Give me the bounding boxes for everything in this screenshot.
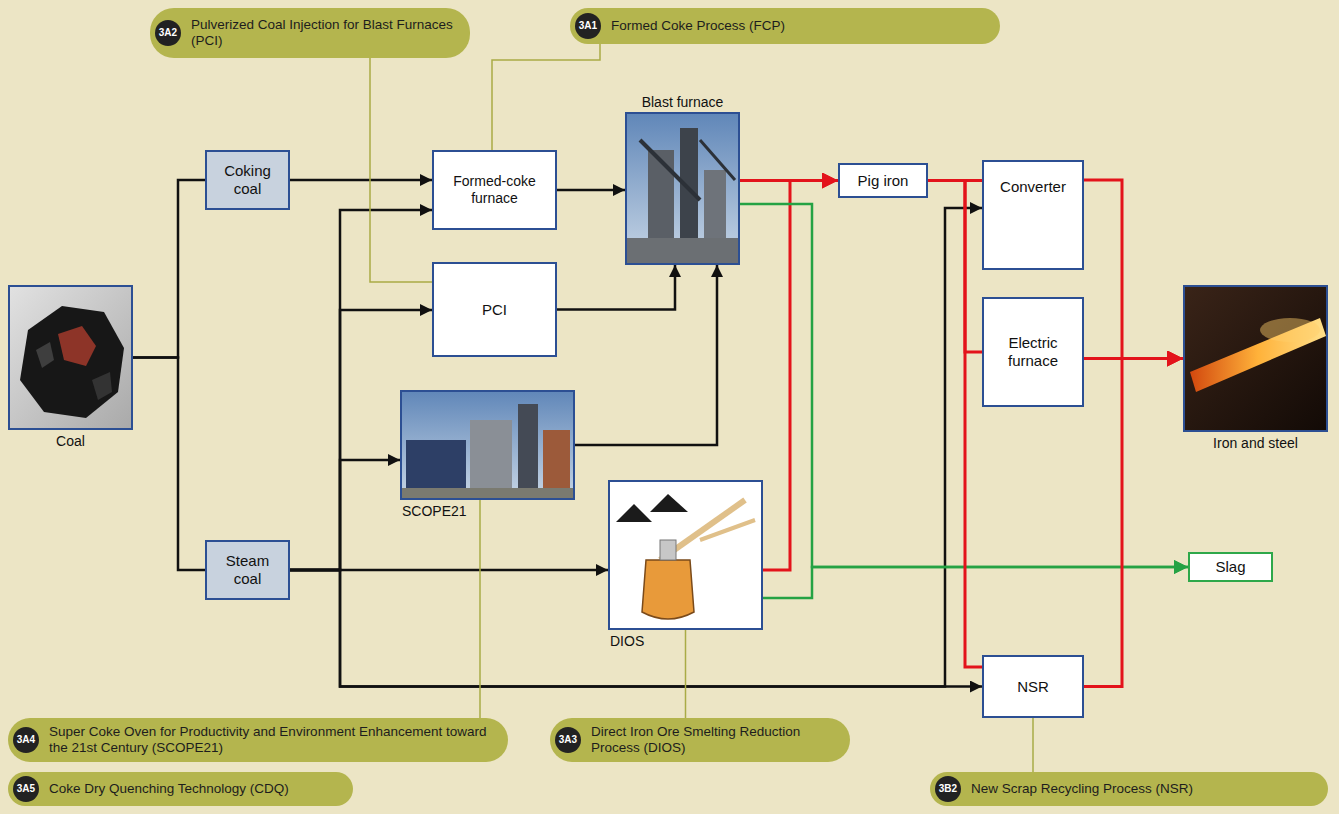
building [406,440,466,495]
flow-connector [290,460,400,570]
callout-number: 3A2 [155,20,181,46]
vessel-top [660,540,676,560]
box-label: Electric furnace [990,334,1076,370]
leader-line [492,44,600,150]
steel-photo [1183,285,1328,432]
callout-text: Formed Coke Process (FCP) [611,18,785,34]
callout-pill: 3A4 Super Coke Oven for Productivity and … [8,718,508,762]
callout-text: Direct Iron Ore Smelting Reduction Proce… [591,724,836,755]
pipe [640,140,700,200]
blast-furnace-photo [625,112,740,265]
leader-line [479,500,481,718]
box-label: NSR [1017,678,1049,696]
flow-connector [557,189,625,192]
callout-pill: 3A2 Pulverized Coal Injection for Blast F… [150,8,470,58]
coal-lump [20,306,124,418]
photo-ground [8,285,133,430]
coal-facet [92,372,112,400]
photo-ground [625,112,740,265]
glow [1260,318,1320,342]
photo-ground [1183,285,1328,432]
process-box: NSR [982,655,1084,718]
dios-drawing [608,480,763,630]
box-label: Steam coal [213,552,282,588]
leader-line [685,630,687,718]
picture-label: SCOPE21 [402,503,467,519]
process-box: Electric furnace [982,297,1084,407]
product-box: Slag [1188,552,1273,582]
process-box: PCI [432,262,557,357]
hot-steel-bar [1190,318,1326,392]
coal-type-box: Coking coal [205,150,290,210]
callout-pill: 3A1 Formed Coke Process (FCP) [570,8,1000,44]
callout-number: 3A4 [13,727,39,753]
coal-facet [36,342,54,368]
callout-number: 3A5 [13,776,39,802]
box-label: Pig iron [858,172,909,190]
callout-text: New Scrap Recycling Process (NSR) [971,781,1193,797]
flow-connector [133,180,205,358]
flow-connector [290,208,982,687]
flow-connector [928,181,982,668]
box-label: Converter [1000,178,1066,196]
pipe [700,140,735,180]
picture-label: Coal [56,433,85,449]
drawing-ground [608,480,763,630]
photo-frame: SCOPE21 [400,390,575,500]
coal-photo [8,285,133,430]
building [543,430,570,495]
photo-frame: Blast furnace [625,112,740,265]
building [470,420,512,495]
picture-label: Iron and steel [1213,435,1298,451]
flow-connector [133,358,205,571]
process-box: Converter [982,160,1084,270]
box-label: Slag [1215,558,1245,576]
tower [518,404,538,495]
base [625,238,740,265]
callout-pill: 3B2 New Scrap Recycling Process (NSR) [930,772,1328,806]
callout-number: 3B2 [935,776,961,802]
callout-number: 3A3 [555,727,581,753]
picture-label: DIOS [610,633,644,649]
process-box: Formed-coke furnace [432,150,557,230]
coal-glint [58,326,96,366]
callout-number: 3A1 [575,13,601,39]
callout-pill: 3A5 Coke Dry Quenching Technology (CDQ) [8,772,353,806]
flow-connector [557,265,675,310]
flow-connector [290,310,432,570]
smelting-vessel [642,560,694,619]
flow-connector [763,567,1188,598]
picture-label: Blast furnace [642,94,724,110]
coal-pile [650,494,688,512]
flow-connector [928,181,982,353]
flow-connector [1084,180,1183,359]
photo-frame: Iron and steel [1183,285,1328,432]
conveyor [700,520,755,540]
flow-connector [763,181,838,571]
flow-connector [290,179,432,182]
callout-text: Pulverized Coal Injection for Blast Furn… [191,17,456,48]
flow-connector [1084,359,1183,687]
flow-connector [575,265,717,445]
ore-pile [616,504,652,522]
box-label: PCI [482,301,507,319]
box-label: Coking coal [213,162,282,198]
coal-type-box: Steam coal [205,540,290,600]
leader-line [370,58,432,282]
photo-frame: Coal [8,285,133,430]
callout-text: Coke Dry Quenching Technology (CDQ) [49,781,289,797]
scope21-photo [400,390,575,500]
leader-line [1032,718,1034,772]
photo-ground [400,390,575,500]
callout-pill: 3A3 Direct Iron Ore Smelting Reduction Pr… [550,718,850,762]
callout-text: Super Coke Oven for Productivity and Env… [49,724,494,755]
product-box: Pig iron [838,163,928,198]
drawing-frame: DIOS [608,480,763,630]
box-label: Formed-coke furnace [440,173,549,207]
